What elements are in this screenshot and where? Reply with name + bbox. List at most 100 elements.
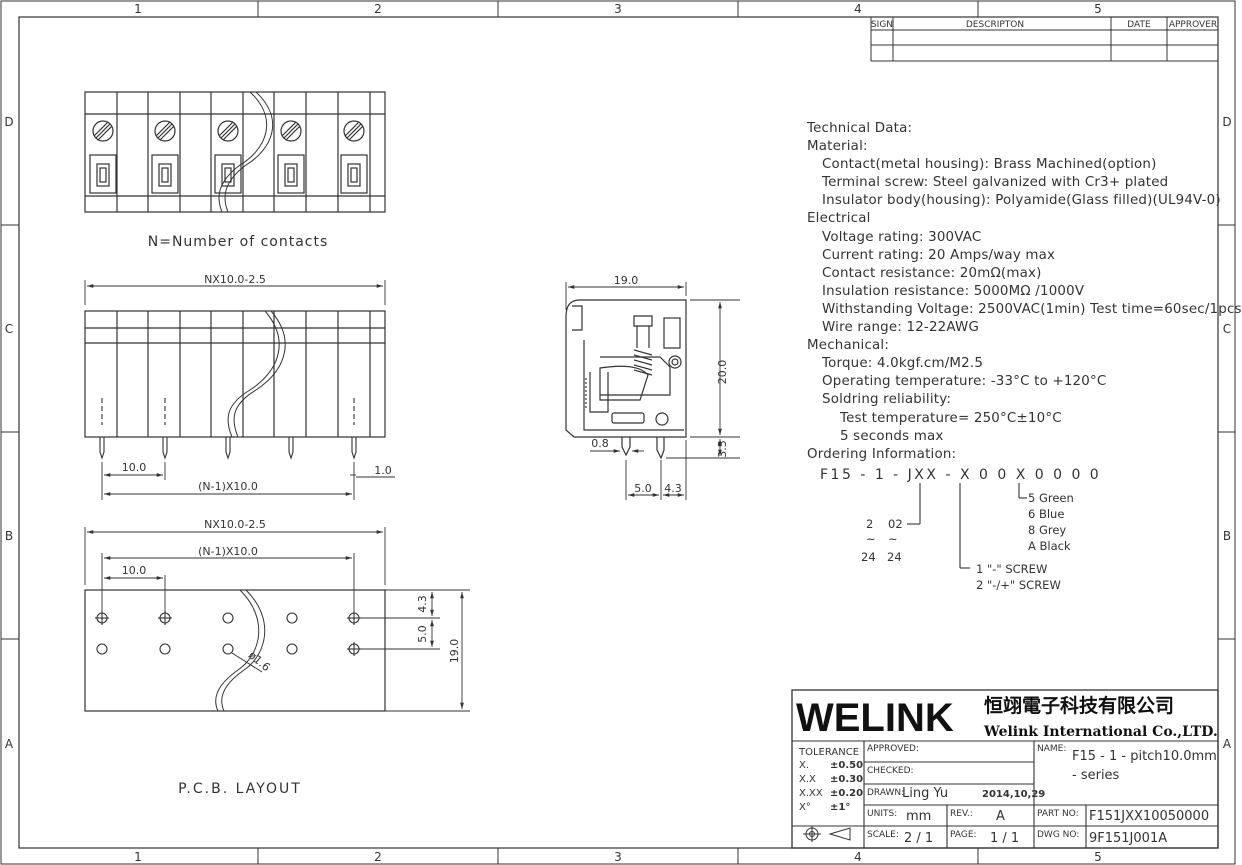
ordering-pole-min: 2	[866, 517, 873, 531]
units-value: mm	[906, 809, 931, 824]
revision-header-date: DATE	[1127, 20, 1151, 30]
top-view-wire-openings	[89, 154, 368, 194]
side-dim-height: 20.0	[716, 360, 729, 385]
mechanical-line: Torque: 4.0kgf.cm/M2.5	[822, 356, 984, 372]
electrical-line: Current rating: 20 Amps/way max	[822, 247, 1056, 263]
col-label: 2	[374, 850, 382, 864]
pcb-dim-overall: NX10.0-2.5	[204, 518, 266, 531]
material-line: Terminal screw: Steel galvanized with Cr…	[822, 175, 1169, 191]
row-label: A	[5, 737, 14, 751]
front-view	[84, 310, 386, 438]
rev-value: A	[996, 809, 1005, 824]
drawing-number: 9F151J001A	[1089, 831, 1167, 846]
frame-column-labels: 1 2 3 4 5 1 2 3 4 5	[134, 2, 1102, 864]
title-block	[791, 689, 1219, 849]
side-dim-pin-width: 0.8	[591, 437, 609, 450]
ordering-pole-max: 24	[861, 550, 876, 564]
pcb-caption: P.C.B. LAYOUT	[178, 781, 302, 797]
screw-head-icon	[154, 120, 176, 142]
name-label: NAME:	[1037, 744, 1066, 754]
tolerance-value: ±0.30	[830, 774, 863, 785]
ordering-leaders	[907, 483, 1027, 569]
material-line: Contact(metal housing): Brass Machined(o…	[822, 157, 1157, 173]
ordering-title: Ordering Information:	[807, 446, 957, 462]
tolerance-value: ±1°	[830, 802, 850, 813]
break-line	[218, 91, 274, 213]
projection-symbol-icon	[803, 826, 851, 842]
checked-label: CHECKED:	[867, 766, 914, 776]
part-name-line1: F15 - 1 - pitch10.0mm	[1072, 749, 1217, 764]
mechanical-title: Mechanical:	[807, 338, 890, 354]
pcb-holes	[95, 611, 361, 656]
side-dim-d2: 4.3	[664, 482, 682, 495]
part-label: PART NO:	[1037, 809, 1079, 819]
scale-label: SCALE:	[867, 830, 899, 840]
company-name-cn: 恒翊電子科技有限公司	[984, 694, 1174, 717]
pcb-layout	[84, 589, 386, 712]
top-view	[84, 91, 386, 213]
tolerance-key: X.XX	[799, 788, 823, 799]
tolerance-value: ±0.50	[830, 760, 863, 771]
ordering-color: 8 Grey	[1028, 523, 1066, 537]
drawn-label: DRAWN:	[867, 788, 904, 798]
screw-head-icon	[92, 120, 114, 142]
pcb-hole-icon	[159, 643, 171, 655]
electrical-line: Wire range: 12-22AWG	[822, 320, 980, 336]
pcb-hole-icon	[158, 611, 172, 625]
technical-data-title: Technical Data:	[807, 121, 913, 136]
side-dim-d1: 5.0	[634, 482, 652, 495]
approved-label: APPROVED:	[867, 744, 919, 754]
material-line: Insulator body(housing): Polyamide(Glass…	[822, 193, 1221, 209]
ordering-color: A Black	[1028, 539, 1071, 553]
pcb-hole-icon	[222, 643, 234, 655]
row-label: C	[1223, 322, 1231, 336]
col-label: 5	[1094, 2, 1102, 16]
pcb-dim-row-spacing: 5.0	[416, 625, 429, 643]
tolerance-key: X.	[799, 760, 809, 771]
technical-data: Technical Data: Material: Contact(metal …	[807, 120, 1242, 464]
break-line	[227, 310, 286, 438]
ordering-pole-min-code: 02	[888, 517, 903, 531]
drawn-date: 2014,10,29	[982, 789, 1045, 800]
mechanical-line: Operating temperature: -33°C to +120°C	[822, 374, 1107, 390]
scale-value: 2 / 1	[904, 831, 933, 846]
pcb-hole-icon	[286, 643, 298, 655]
pcb-dimensions	[84, 527, 470, 712]
screw-head-icon	[280, 120, 302, 142]
side-dim-pin-length: 3.5	[716, 440, 729, 458]
pcb-hole-icon	[347, 611, 361, 625]
electrical-line: Insulation resistance: 5000MΩ /1000V	[822, 283, 1085, 299]
col-label: 4	[854, 850, 862, 864]
screw-head-icon	[217, 120, 239, 142]
row-label: C	[5, 322, 13, 336]
ordering-code: F15 - 1 - JXX - X 0 0 X 0 0 0 0	[820, 467, 1101, 483]
ordering-screw: 2 "-/+" SCREW	[976, 578, 1061, 592]
dwg-label: DWG NO:	[1037, 830, 1079, 840]
pcb-dim-row-offset: 4.3	[416, 595, 429, 613]
col-label: 5	[1094, 850, 1102, 864]
col-label: 3	[614, 850, 622, 864]
ordering-pole-tilde: ~	[888, 532, 898, 546]
units-label: UNITS:	[867, 809, 897, 819]
electrical-line: Voltage rating: 300VAC	[822, 229, 982, 245]
top-view-caption: N=Number of contacts	[148, 234, 329, 250]
col-label: 4	[854, 2, 862, 16]
tolerance-title: TOLERANCE	[798, 747, 859, 758]
dim-overall-length: NX10.0-2.5	[204, 273, 266, 286]
company-logo: WELINK	[796, 696, 954, 740]
col-label: 3	[614, 2, 622, 16]
pcb-hole-icon	[286, 612, 298, 624]
dim-pitch: 10.0	[122, 461, 147, 474]
break-line	[215, 589, 266, 712]
front-view-pins	[99, 398, 357, 460]
screw-head-icon	[343, 120, 365, 142]
row-label: B	[1223, 529, 1231, 543]
pcb-hole-icon	[222, 612, 234, 624]
frame-row-labels: D C B A D C B A	[4, 115, 1232, 751]
ordering-pole-tilde: ~	[866, 532, 876, 546]
revision-header-description: DESCRIPTON	[966, 20, 1024, 30]
ordering-screw: 1 "-" SCREW	[976, 562, 1047, 576]
rev-label: REV.:	[950, 809, 973, 819]
